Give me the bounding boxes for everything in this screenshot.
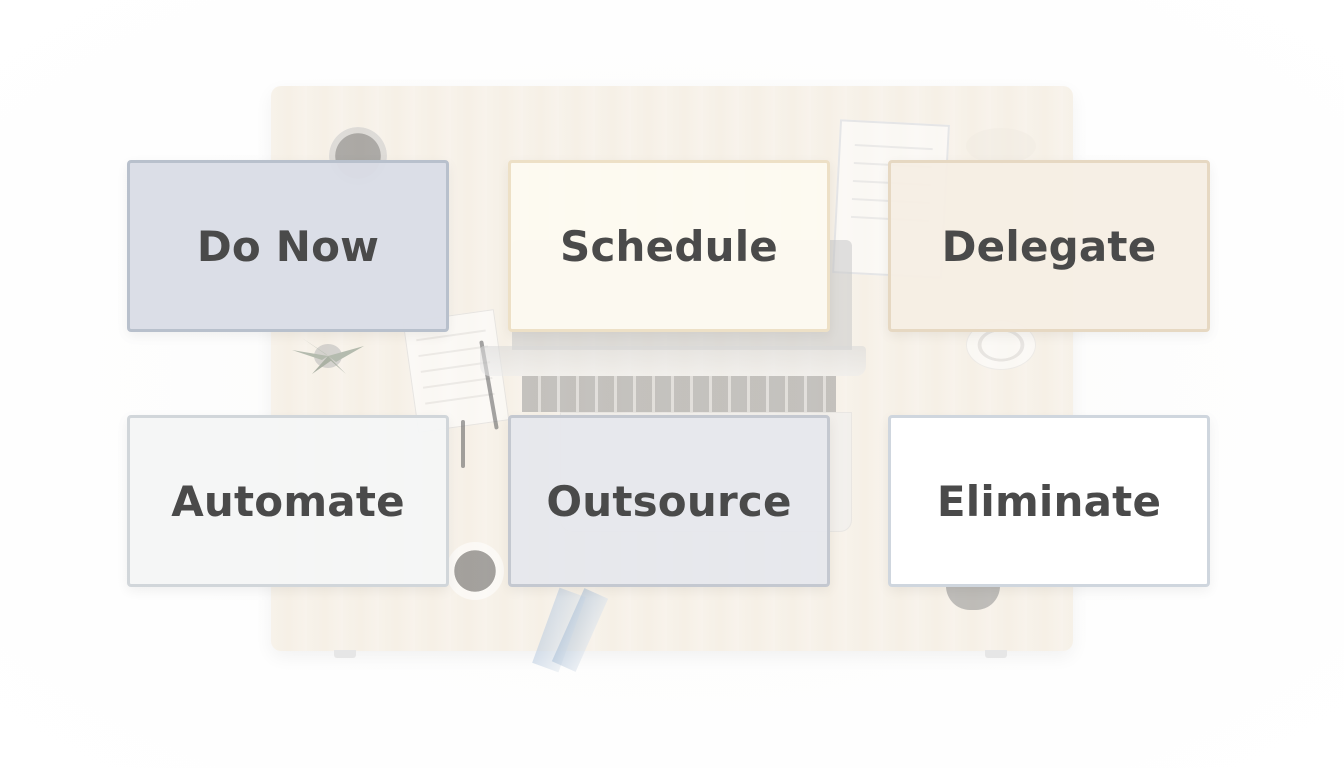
plant-icon — [292, 338, 364, 374]
laptop-hinge — [480, 346, 866, 376]
card-label-automate: Automate — [171, 476, 405, 526]
card-label-delegate: Delegate — [941, 221, 1157, 271]
card-do-now: Do Now — [127, 160, 449, 332]
laptop-keyboard — [522, 376, 836, 412]
coaster-icon — [966, 128, 1036, 164]
card-outsource: Outsource — [508, 415, 830, 587]
card-schedule: Schedule — [508, 160, 830, 332]
card-label-do-now: Do Now — [196, 221, 380, 271]
card-label-outsource: Outsource — [546, 476, 792, 526]
card-eliminate: Eliminate — [888, 415, 1210, 587]
desk-leg-left — [334, 650, 356, 658]
card-automate: Automate — [127, 415, 449, 587]
card-delegate: Delegate — [888, 160, 1210, 332]
card-label-eliminate: Eliminate — [936, 476, 1162, 526]
coffee-cup-icon — [446, 542, 504, 600]
card-label-schedule: Schedule — [560, 221, 778, 271]
desk-leg-right — [985, 650, 1007, 658]
pen-icon — [461, 420, 465, 468]
